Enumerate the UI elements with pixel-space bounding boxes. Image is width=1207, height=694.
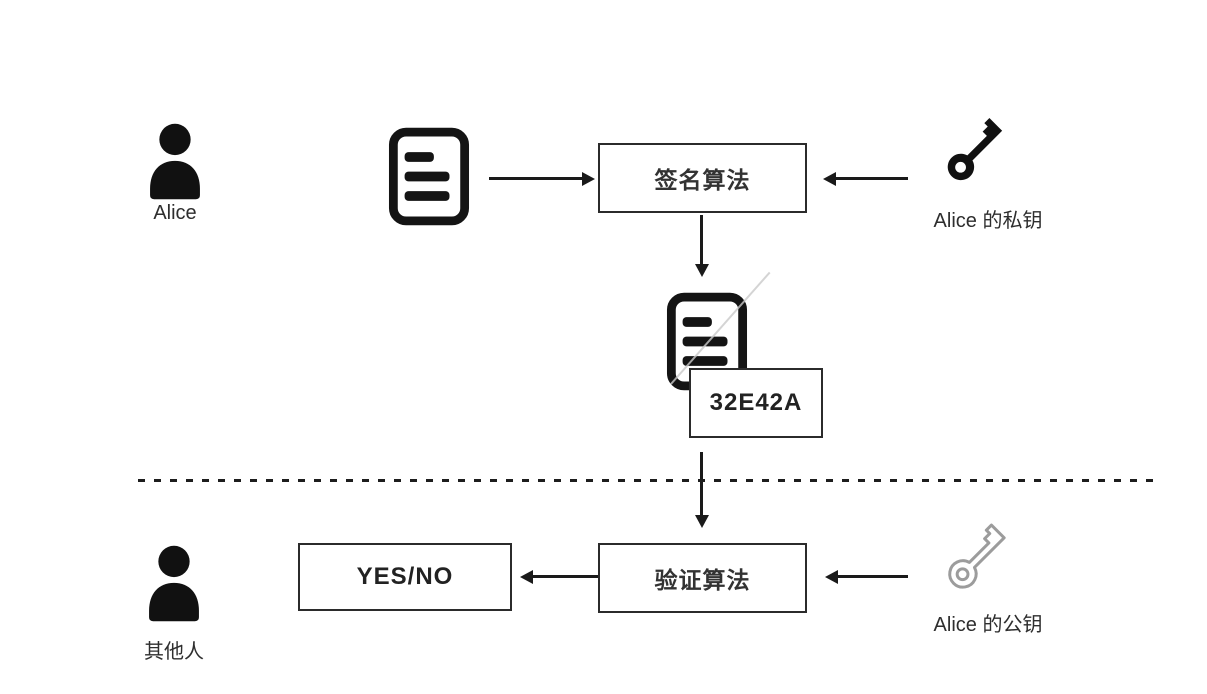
public-key-icon bbox=[948, 523, 1006, 589]
result-label: YES/NO bbox=[356, 563, 454, 590]
public-key-label: Alice 的公钥 bbox=[933, 614, 1043, 636]
alice-actor-label: Alice bbox=[153, 202, 197, 224]
private-key-icon bbox=[947, 118, 1003, 181]
arrow-signed-doc-to-verify bbox=[700, 452, 703, 516]
arrow-public-key-to-verify bbox=[837, 575, 908, 578]
arrow-sign-to-signed-doc bbox=[700, 215, 703, 265]
alice-user-icon bbox=[150, 123, 200, 200]
sign-algorithm-label: 签名算法 bbox=[654, 167, 751, 193]
result-box: YES/NO bbox=[298, 543, 512, 611]
private-key-label: Alice 的私钥 bbox=[933, 210, 1043, 232]
arrow-private-key-to-sign bbox=[835, 177, 908, 180]
signature-hash-value: 32E42A bbox=[709, 389, 803, 416]
signature-hash-box: 32E42A bbox=[689, 368, 823, 438]
verify-algorithm-label: 验证算法 bbox=[654, 567, 751, 593]
arrow-doc-to-sign bbox=[489, 177, 583, 180]
other-actor-label: 其他人 bbox=[144, 641, 204, 663]
sign-algorithm-box: 签名算法 bbox=[598, 143, 807, 213]
verify-algorithm-box: 验证算法 bbox=[598, 543, 807, 613]
message-document-icon bbox=[388, 127, 470, 226]
trust-boundary-dashed-divider bbox=[138, 479, 1161, 482]
arrow-verify-to-result bbox=[532, 575, 598, 578]
other-user-icon bbox=[149, 545, 199, 622]
